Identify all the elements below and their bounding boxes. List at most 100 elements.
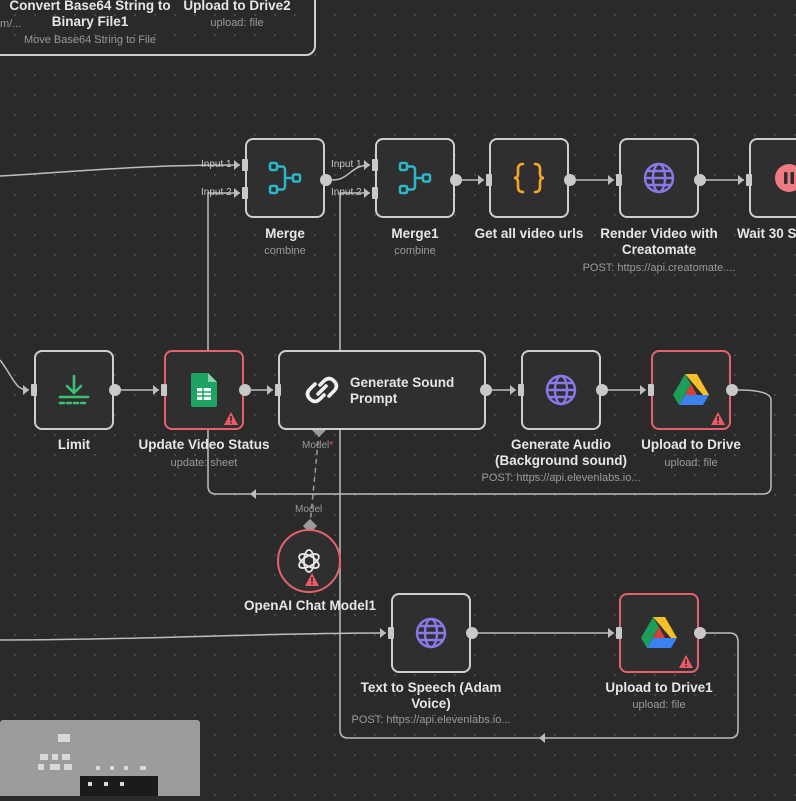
merge1-input1-label: Input 1 (331, 159, 362, 170)
globe-icon (545, 374, 577, 406)
prompt-input-port[interactable] (275, 384, 281, 396)
wire-to-limit (0, 359, 30, 391)
node-convert-base64-cut: m/... (0, 18, 22, 30)
model-connection (309, 431, 320, 526)
wire-tts-vertical (339, 192, 370, 730)
node-convert-base64-subtitle: Move Base64 String to File (23, 34, 157, 46)
getall-input-port[interactable] (486, 174, 492, 186)
download-icon (58, 374, 90, 405)
wire-to-merge1-input2 (339, 632, 739, 739)
node-convert-base64-title[interactable]: Convert Base64 String to Binary File1 (9, 0, 171, 29)
drive-subtitle: upload: file (664, 457, 718, 469)
merge1-input2-port[interactable] (372, 187, 378, 199)
openai-icon (298, 549, 320, 573)
google-drive-icon (673, 374, 709, 405)
node-text-to-speech[interactable] (391, 593, 471, 673)
merge-input1-port[interactable] (242, 159, 248, 171)
prompt-output-port[interactable] (480, 384, 492, 396)
node-openai-chat-model[interactable] (277, 529, 341, 593)
merge-title: Merge (265, 226, 305, 241)
wire-to-tts (0, 632, 387, 641)
tts-title: Text to Speech (Adam Voice) (360, 680, 502, 711)
node-render-video[interactable] (619, 138, 699, 218)
merge1-title: Merge1 (391, 226, 439, 241)
link-icon (305, 376, 339, 404)
audio-output-port[interactable] (596, 384, 608, 396)
merge-input1-label: Input 1 (201, 159, 232, 170)
audio-title: Generate Audio (Background sound) (495, 437, 627, 468)
drive-title: Upload to Drive (641, 437, 741, 452)
drive-output-port[interactable] (726, 384, 738, 396)
getall-title: Get all video urls (474, 226, 584, 241)
wait-input-port[interactable] (746, 174, 752, 186)
pause-icon (775, 164, 796, 192)
minimap-preview (38, 734, 158, 796)
tts-subtitle: POST: https://api.elevenlabs.io... (351, 714, 511, 726)
wire-to-merge-input1 (0, 164, 241, 177)
node-generate-sound-prompt[interactable]: Generate Sound Prompt (278, 350, 486, 430)
wire-drive-loop (207, 389, 772, 495)
merge-input2-label: Input 2 (201, 187, 232, 198)
merge1-input2-label: Input 2 (331, 187, 362, 198)
prompt-model-label: Model* (302, 440, 334, 451)
node-generate-audio[interactable] (521, 350, 601, 430)
merge1-input1-port[interactable] (372, 159, 378, 171)
merge1-output-port[interactable] (450, 174, 462, 186)
wait-title: Wait 30 S (737, 226, 796, 241)
warning-icon (711, 412, 725, 425)
globe-icon (643, 162, 675, 194)
node-upload-to-drive[interactable] (651, 350, 731, 430)
globe-icon (415, 617, 447, 649)
node-wait[interactable] (749, 138, 796, 218)
node-upload-to-drive1[interactable] (619, 593, 699, 673)
status-title: Update Video Status (138, 437, 270, 452)
limit-title: Limit (57, 437, 91, 452)
drive1-title: Upload to Drive1 (605, 680, 713, 695)
merge1-subtitle: combine (394, 245, 436, 257)
drive-input-port[interactable] (648, 384, 654, 396)
audio-subtitle: POST: https://api.elevenlabs.io... (481, 472, 641, 484)
render-subtitle: POST: https://api.creatomate.... (582, 262, 736, 274)
merge-input2-port[interactable] (242, 187, 248, 199)
canvas-minimap[interactable] (0, 720, 200, 796)
top-node-group (0, 0, 316, 56)
node-merge1[interactable] (375, 138, 455, 218)
audio-input-port[interactable] (518, 384, 524, 396)
node-get-all-video-urls[interactable] (489, 138, 569, 218)
merge-subtitle: combine (264, 245, 306, 257)
node-merge[interactable] (245, 138, 325, 218)
google-drive-icon (641, 617, 677, 648)
status-input-port[interactable] (161, 384, 167, 396)
warning-icon (679, 655, 693, 668)
required-marker: * (329, 440, 334, 451)
merge-output-port[interactable] (320, 174, 332, 186)
limit-input-port[interactable] (31, 384, 37, 396)
node-update-video-status[interactable] (164, 350, 244, 430)
node-upload-drive2-subtitle: upload: file (210, 17, 264, 29)
drive1-subtitle: upload: file (632, 699, 686, 711)
drive1-input-port[interactable] (616, 627, 622, 639)
openai-title: OpenAI Chat Model1 (243, 598, 376, 613)
merge-icon (398, 161, 432, 195)
tts-input-port[interactable] (388, 627, 394, 639)
warning-icon (224, 412, 238, 425)
drive1-output-port[interactable] (694, 627, 706, 639)
curly-braces-icon (513, 162, 545, 194)
google-sheets-icon (191, 373, 217, 407)
node-upload-drive2-title[interactable]: Upload to Drive2 (183, 0, 291, 13)
prompt-title: Generate Sound Prompt (350, 375, 455, 406)
status-output-port[interactable] (239, 384, 251, 396)
limit-output-port[interactable] (109, 384, 121, 396)
node-limit[interactable] (34, 350, 114, 430)
openai-model-label: Model (295, 504, 323, 515)
wire-status-to-merge-input2 (207, 192, 240, 352)
render-output-port[interactable] (694, 174, 706, 186)
render-title: Render Video with Creatomate (600, 226, 718, 257)
getall-output-port[interactable] (564, 174, 576, 186)
warning-icon (305, 573, 319, 586)
tts-output-port[interactable] (466, 627, 478, 639)
render-input-port[interactable] (616, 174, 622, 186)
merge-icon (268, 161, 302, 195)
status-subtitle: update: sheet (170, 457, 238, 469)
